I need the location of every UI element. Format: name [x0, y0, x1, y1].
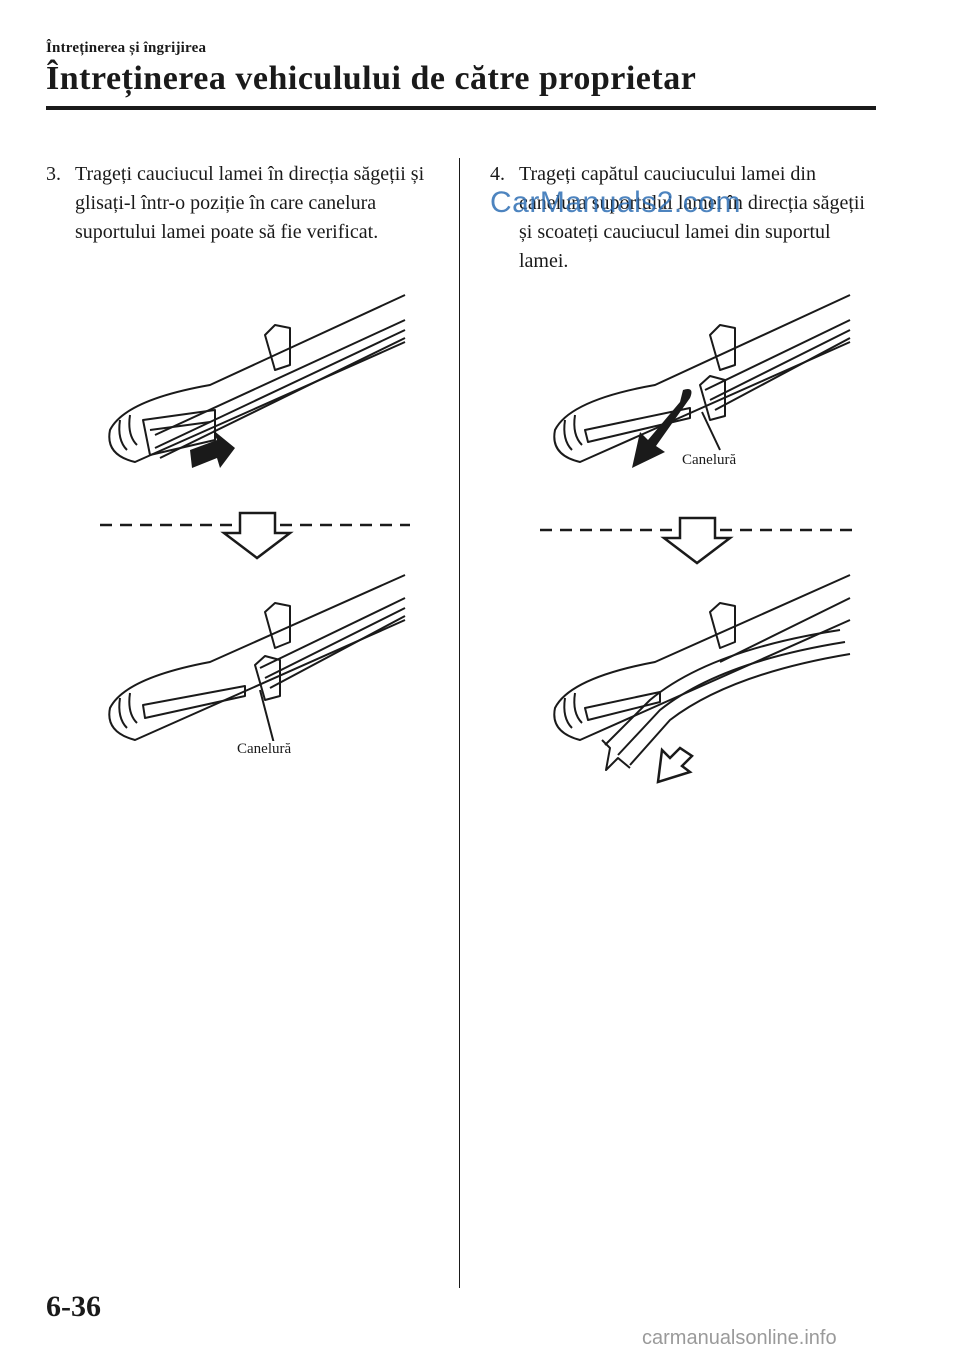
wiper-figure-step4-bottom	[553, 574, 851, 784]
chapter-title: Întreținerea vehiculului de către propri…	[46, 60, 697, 97]
wiper-figure-step3-top	[108, 294, 406, 468]
transition-arrow-right	[540, 516, 855, 565]
column-divider	[459, 158, 460, 1288]
step-4: 4. Trageți capătul cauciucului lamei din…	[490, 160, 870, 276]
step-3: 3. Trageți cauciucul lamei în direcția s…	[46, 160, 426, 247]
watermark: CarManuals2.com	[490, 186, 741, 219]
step-number: 3.	[46, 163, 61, 185]
step-text: Trageți capătul cauciucului lamei din ca…	[519, 163, 865, 272]
title-rule	[46, 106, 876, 110]
wiper-figure-step4-top	[553, 294, 851, 468]
groove-label-step4: Canelură	[680, 452, 739, 469]
section-label: Întreținerea și îngrijirea	[46, 40, 207, 56]
transition-arrow-left	[100, 511, 410, 560]
page-number: 6-36	[46, 1290, 101, 1323]
wiper-figure-step3-bottom	[108, 574, 406, 756]
step-text: Trageți cauciucul lamei în direcția săge…	[75, 163, 425, 243]
groove-label-step3: Canelură	[235, 741, 294, 758]
footer-site-link[interactable]: carmanualsonline.info	[642, 1327, 837, 1349]
step-number: 4.	[490, 163, 505, 185]
